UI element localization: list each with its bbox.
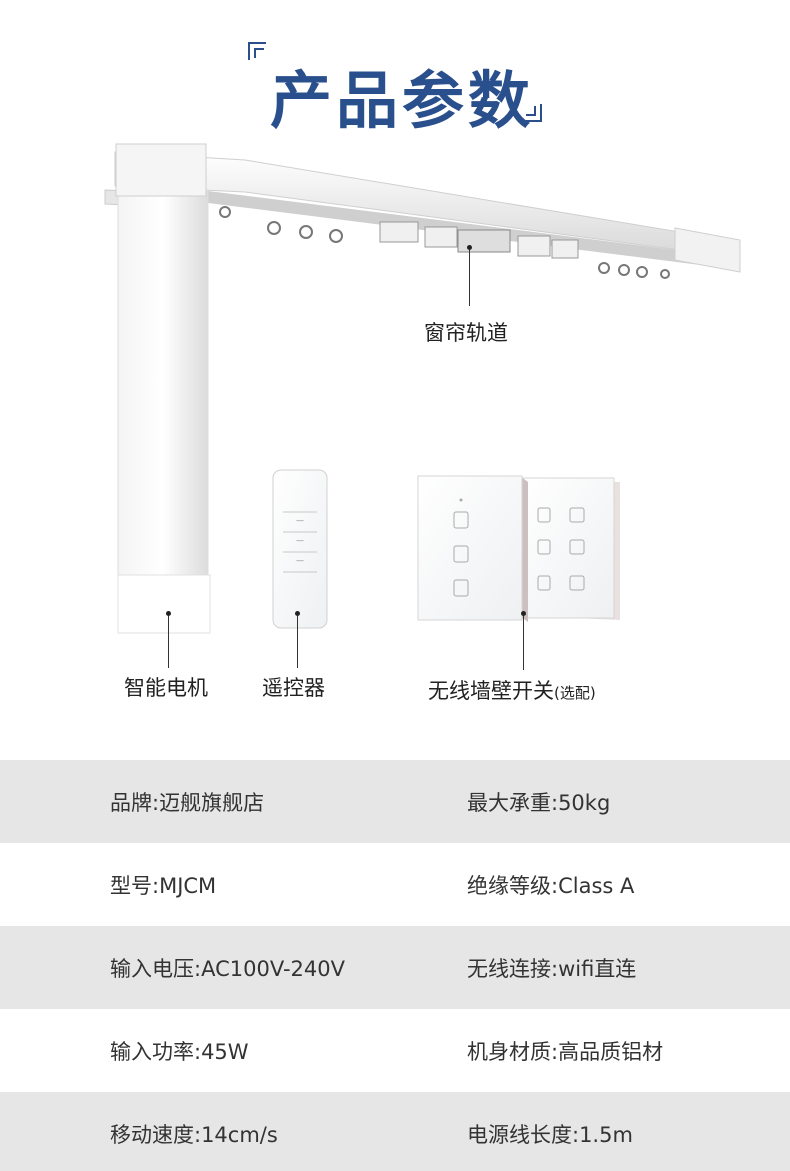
bracket-bottom-right-icon (524, 104, 542, 122)
spec-power: 输入功率:45W (110, 1039, 249, 1064)
svg-text:—: — (296, 536, 304, 545)
spec-max-load: 最大承重:50kg (467, 790, 611, 815)
spec-row: 输入功率:45W 机身材质:高品质铝材 (0, 1009, 790, 1092)
remote-label: 遥控器 (262, 676, 325, 700)
rail-leader-line (469, 248, 470, 306)
spec-model: 型号:MJCM (110, 873, 217, 898)
wall-switch-back (521, 477, 620, 620)
page-title: 产品参数 (270, 64, 535, 137)
spec-row: 输入电压:AC100V-240V 无线连接:wifi直连 (0, 926, 790, 1009)
spec-row: 移动速度:14cm/s 电源线长度:1.5m (0, 1092, 790, 1171)
title-block: 产品参数 (0, 40, 790, 137)
svg-text:—: — (296, 556, 304, 565)
switch-label-note: (选配) (554, 684, 596, 702)
bracket-top-left-icon (248, 42, 266, 60)
spec-table: 品牌:迈舰旗舰店 最大承重:50kg 型号:MJCM 绝缘等级:Class A … (0, 760, 790, 1171)
spec-speed: 移动速度:14cm/s (110, 1122, 278, 1147)
curtain-kit-drawing: — — — (104, 143, 741, 634)
rail-leader-dot (467, 245, 472, 250)
rail-runners (219, 206, 670, 279)
spec-wireless: 无线连接:wifi直连 (467, 956, 637, 981)
switch-leader-dot (521, 611, 526, 616)
rail-label: 窗帘轨道 (424, 321, 508, 345)
spec-voltage: 输入电压:AC100V-240V (110, 956, 345, 981)
switch-label: 无线墙壁开关(选配) (428, 675, 596, 705)
wall-switch-front (417, 475, 528, 622)
remote-leader-dot (295, 611, 300, 616)
product-illustration: — — — 窗帘轨道 智能电机 遥控器 (0, 130, 790, 750)
spec-material: 机身材质:高品质铝材 (467, 1039, 664, 1064)
svg-text:—: — (296, 516, 304, 525)
remote-drawing: — — — (272, 469, 328, 629)
switch-label-text: 无线墙壁开关 (428, 679, 554, 703)
motor-label: 智能电机 (124, 676, 208, 700)
spec-insulation: 绝缘等级:Class A (467, 873, 635, 898)
switch-leader-line (523, 614, 524, 670)
motor-body (115, 143, 211, 634)
spec-row: 品牌:迈舰旗舰店 最大承重:50kg (0, 760, 790, 843)
motor-leader-line (168, 614, 169, 668)
spec-brand: 品牌:迈舰旗舰店 (110, 790, 265, 815)
spec-cable-length: 电源线长度:1.5m (467, 1122, 633, 1147)
motor-leader-dot (166, 611, 171, 616)
remote-leader-line (297, 614, 298, 668)
spec-row: 型号:MJCM 绝缘等级:Class A (0, 843, 790, 926)
